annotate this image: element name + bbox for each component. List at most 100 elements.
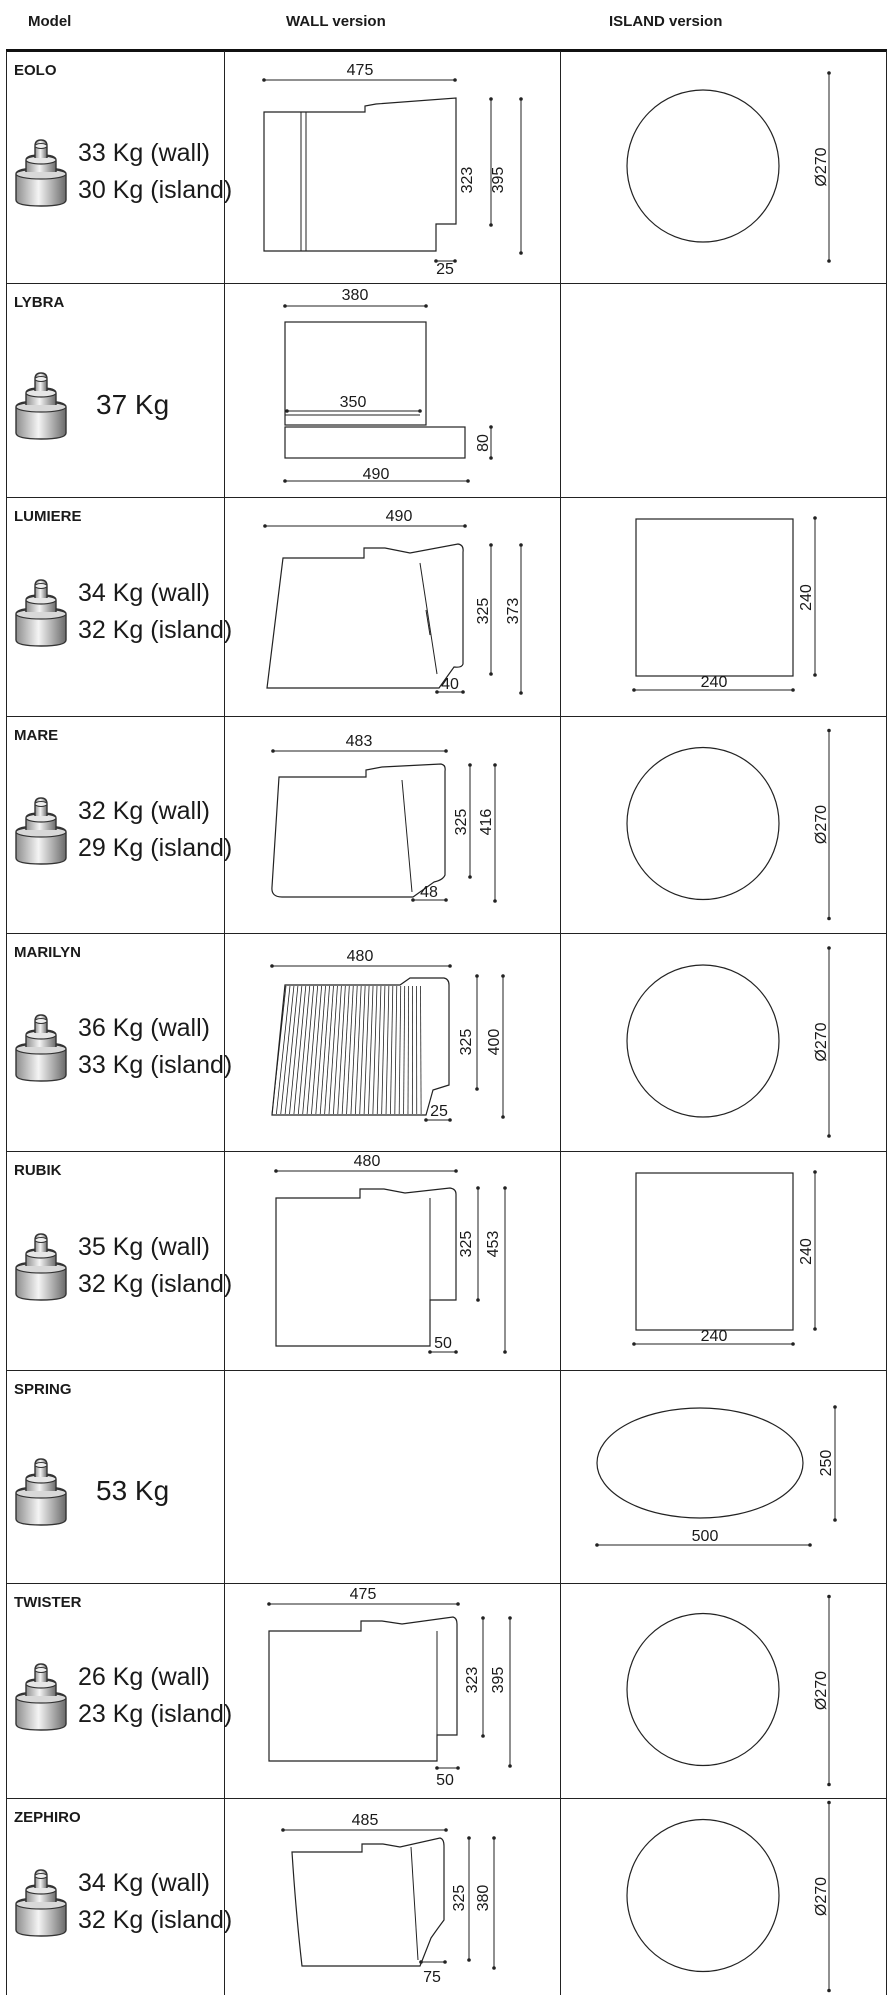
weight-line: 34 Kg (wall) [78, 579, 210, 607]
total-height-dimension-end [519, 251, 523, 255]
weight-line: 32 Kg (island) [78, 1906, 233, 1934]
weight-line: 33 Kg (island) [78, 1051, 233, 1079]
pleat-line [346, 985, 354, 1115]
weight-values: 53 Kg [96, 1475, 169, 1507]
diameter-dimension-end [827, 71, 831, 75]
width-dimension-label: 490 [386, 508, 413, 525]
height-dimension-end [489, 97, 493, 101]
weight-icon [15, 579, 67, 647]
diameter-dimension-end [827, 259, 831, 263]
header-model: Model [28, 12, 72, 30]
model-name: LYBRA [14, 294, 65, 311]
width-dimension-label: 475 [347, 62, 374, 79]
row-divider [6, 1583, 887, 1584]
row-divider [6, 1798, 887, 1799]
height-dimension-label: 325 [453, 809, 470, 836]
total-height-dimension-end [503, 1350, 507, 1354]
width-dimension-end [791, 688, 795, 692]
height-dimension-end [813, 673, 817, 677]
island-circle [626, 746, 780, 901]
hood-outline [263, 97, 457, 252]
pleat-line [302, 985, 315, 1115]
diameter-dimension-label: Ø270 [813, 805, 830, 844]
diameter-dimension-label: Ø270 [813, 1877, 830, 1916]
weight-values: 37 Kg [96, 389, 169, 421]
weight-line: 53 Kg [96, 1475, 170, 1506]
hood-top-panel [284, 321, 427, 426]
island-square [635, 1172, 794, 1331]
pleat-line [368, 985, 374, 1115]
total-height-dimension-label: 380 [475, 1885, 492, 1912]
total-height-dimension-end [501, 1115, 505, 1119]
total-height-dimension-end [492, 1966, 496, 1970]
height-dimension-end [475, 974, 479, 978]
depth-dimension-end [453, 259, 457, 263]
diameter-dimension-label: Ø270 [813, 1671, 830, 1710]
hood-bottom-panel [284, 426, 466, 459]
pleat-line [341, 985, 350, 1115]
pleat-line [385, 985, 390, 1115]
total-height-dimension-end [519, 691, 523, 695]
total-height-dimension-end [508, 1764, 512, 1768]
pleat-line [407, 985, 410, 1115]
diameter-dimension-end [827, 1594, 831, 1599]
weight-icon [15, 1663, 67, 1731]
weight-line: 34 Kg (wall) [78, 1869, 210, 1897]
bottom-width-dimension-label: 490 [363, 466, 390, 483]
width-dimension-label: 480 [354, 1153, 381, 1170]
weight-values: 34 Kg (wall) 32 Kg (island) [78, 575, 232, 649]
width-dimension-end [595, 1543, 599, 1547]
weight-block: 53 Kg [12, 1455, 169, 1527]
height-dimension-end [476, 1186, 480, 1190]
depth-dimension-label: 50 [436, 1772, 454, 1789]
height-dimension-label: 325 [451, 1885, 468, 1912]
width-dimension-end [454, 1169, 458, 1173]
height-dimension-label: 323 [459, 167, 476, 194]
row-divider [6, 933, 887, 934]
weight-icon [15, 797, 67, 865]
width-dimension-label: 500 [692, 1528, 719, 1545]
total-height-dimension-end [492, 1836, 496, 1840]
height-dimension-label: 250 [818, 1450, 835, 1477]
depth-dimension-end [435, 1766, 439, 1770]
diameter-dimension-end [827, 1134, 831, 1138]
total-height-dimension-label: 373 [505, 598, 522, 625]
height-dimension-label: 323 [464, 1667, 481, 1694]
width-dimension-end [263, 524, 267, 528]
height-dimension-end [489, 543, 493, 547]
row-divider [6, 716, 887, 717]
height-dimension-label: 325 [458, 1231, 475, 1258]
mid-width-dimension-end [285, 409, 289, 413]
pleat-line [337, 985, 346, 1115]
weight-values: 35 Kg (wall)32 Kg (island) [78, 1229, 232, 1303]
hood-detail-line [425, 609, 431, 636]
width-dimension-end [463, 524, 467, 528]
header-rule [6, 49, 887, 52]
width-dimension-end [262, 78, 266, 82]
pleat-line [376, 985, 382, 1115]
pleat-line [381, 985, 386, 1115]
width-dimension-end [456, 1602, 460, 1606]
total-height-dimension-label: 395 [490, 167, 507, 194]
weight-values: 32 Kg (wall)29 Kg (island) [78, 793, 232, 867]
pleat-line [324, 985, 334, 1115]
height-dimension-end [833, 1405, 837, 1409]
total-height-dimension-end [501, 974, 505, 978]
width-dimension-label: 483 [346, 733, 373, 750]
model-name: EOLO [14, 62, 57, 79]
width-dimension-end [808, 1543, 812, 1547]
weight-icon [15, 1458, 67, 1526]
width-dimension-end [632, 688, 636, 692]
width-dimension-end [791, 1342, 795, 1346]
height-dimension-end [813, 1327, 817, 1331]
height-dimension-end [481, 1616, 485, 1620]
weight-line: 36 Kg (wall) [78, 1014, 210, 1042]
weight-line: 30 Kg (island) [78, 176, 233, 204]
weight-line: 32 Kg (island) [78, 616, 233, 644]
height-dimension-end [467, 1958, 471, 1962]
top-width-dimension-end [424, 304, 428, 308]
weight-line: 33 Kg (wall) [78, 139, 210, 167]
